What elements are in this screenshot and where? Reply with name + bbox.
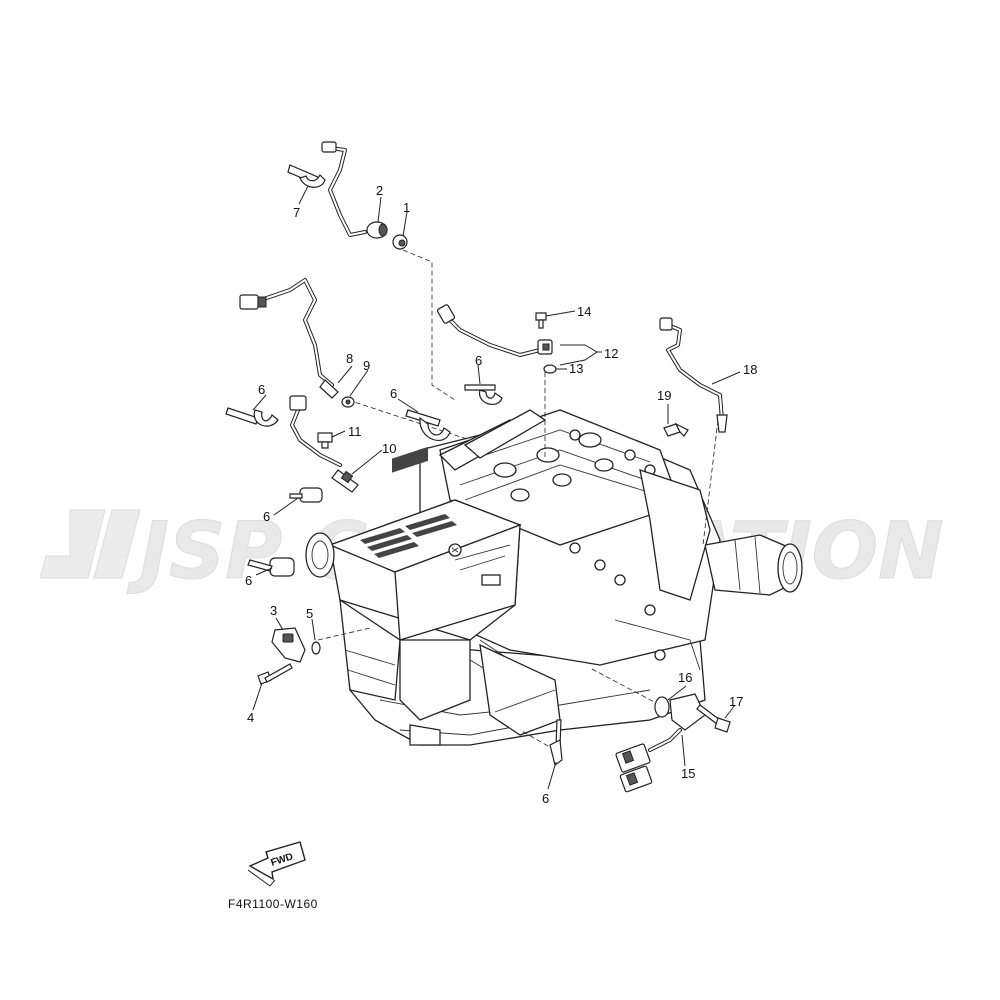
part-6-clamp-e: [247, 557, 295, 577]
callout-18: 18: [743, 362, 757, 377]
callout-4: 4: [247, 710, 254, 725]
callout-14: 14: [577, 304, 591, 319]
callout-17: 17: [729, 694, 743, 709]
part-13-o-ring: [543, 364, 557, 374]
part-7-clamp: [287, 164, 326, 188]
part-6-clamp-c: [225, 407, 279, 427]
engine-assembly: [305, 409, 803, 746]
part-6-clamp-d: [289, 487, 323, 503]
callout-7: 7: [293, 205, 300, 220]
reference-code: F4R1100-W160: [228, 897, 318, 911]
part-11-bolt: [317, 432, 333, 449]
callout-19: 19: [657, 388, 671, 403]
callout-12: 12: [604, 346, 618, 361]
callouts: 1 2 3 4 5 6 6 6 6 6 6 7 8 9 10 11 12 13 …: [245, 183, 757, 806]
part-1-grommet: [392, 234, 408, 250]
part-6-clamp-a: [464, 384, 503, 406]
callout-6-e: 6: [245, 573, 252, 588]
part-8-sensor-harness: [239, 278, 339, 399]
fwd-arrow-icon: FWD: [247, 841, 306, 887]
callout-3: 3: [270, 603, 277, 618]
part-14-bolt: [535, 312, 547, 329]
part-10-sensor-harness: [289, 395, 359, 493]
part-4-bolt: [257, 663, 293, 685]
part-12-sensor-harness: [436, 304, 553, 357]
part-9-washer: [341, 396, 355, 408]
callout-11: 11: [348, 424, 362, 439]
part-3-sensor: [271, 627, 306, 663]
part-6-clamp-b: [405, 409, 451, 441]
callout-2: 2: [376, 183, 383, 198]
part-17-bolt: [696, 704, 731, 733]
callout-6-f: 6: [542, 791, 549, 806]
watermark-logo-icon: [39, 509, 141, 579]
part-18-sensor-pipe: [659, 317, 728, 433]
callout-1: 1: [403, 200, 410, 215]
callout-9: 9: [363, 358, 370, 373]
callout-13: 13: [569, 361, 583, 376]
part-16-o-ring: [654, 696, 670, 718]
callout-5: 5: [306, 606, 313, 621]
part-5-o-ring: [311, 641, 321, 655]
callout-15: 15: [681, 766, 695, 781]
leader-lines: [252, 185, 741, 790]
callout-6-d: 6: [263, 509, 270, 524]
callout-16: 16: [678, 670, 692, 685]
callout-6-a: 6: [258, 382, 265, 397]
part-15-sensor-harness: [615, 693, 706, 793]
part-6-clamp-f: [549, 719, 563, 767]
callout-6-c: 6: [475, 353, 482, 368]
callout-6-b: 6: [390, 386, 397, 401]
callout-8: 8: [346, 351, 353, 366]
part-2-sensor-harness: [321, 141, 388, 239]
callout-10: 10: [382, 441, 396, 456]
part-19-clip: [663, 422, 689, 437]
